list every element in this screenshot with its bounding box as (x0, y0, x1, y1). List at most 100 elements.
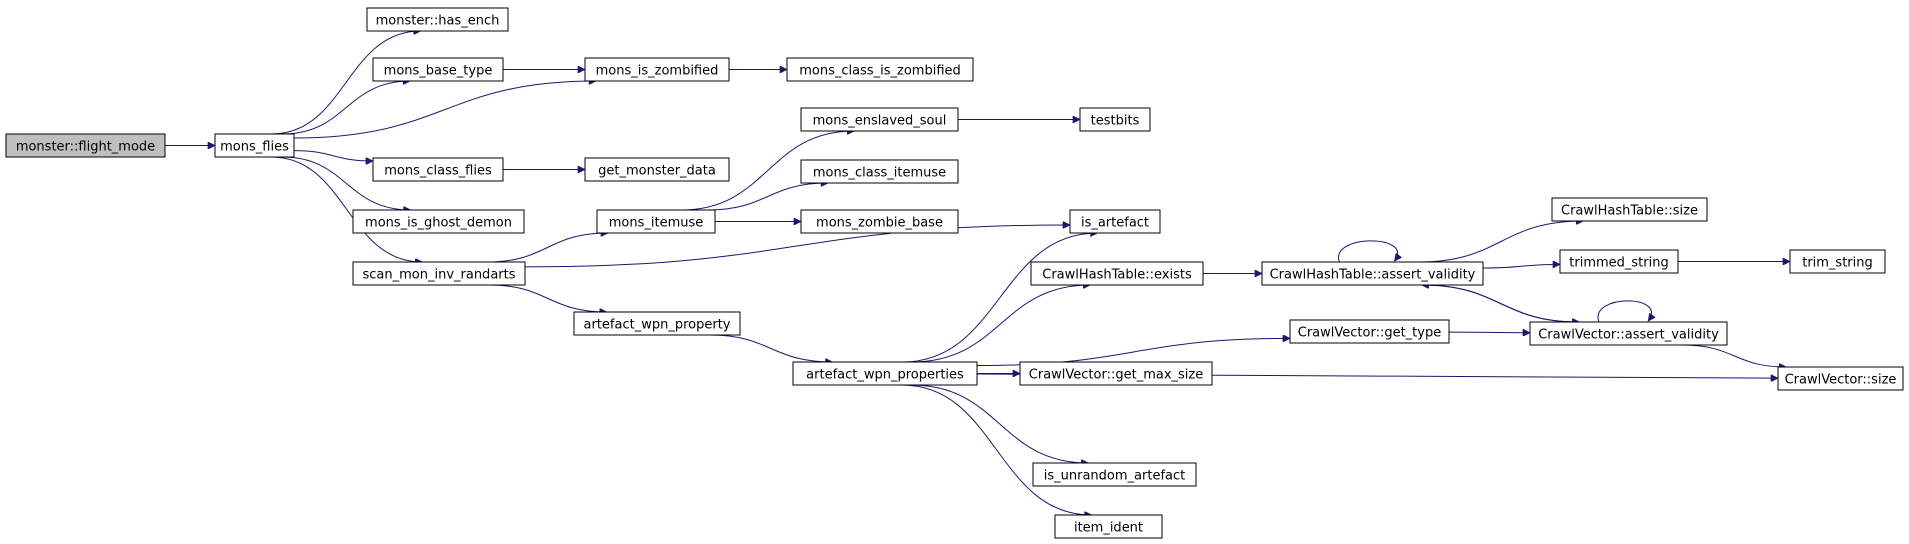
edge-mons_flies-to-mons_base_type (282, 81, 410, 135)
node-crawlhashtable-size[interactable]: CrawlHashTable::size (1551, 197, 1708, 222)
node-box[interactable] (1289, 319, 1450, 344)
node-box[interactable] (596, 209, 716, 234)
node-box[interactable] (584, 157, 730, 182)
node-box[interactable] (1069, 209, 1161, 234)
node-mons-enslaved-soul[interactable]: mons_enslaved_soul (800, 107, 959, 132)
node-crawlhashtable-assert-validity[interactable]: CrawlHashTable::assert_validity (1261, 261, 1484, 286)
node-label: mons_class_is_zombified (799, 64, 961, 79)
node-label: mons_zombie_base (816, 216, 943, 231)
node-crawlhashtable-exists[interactable]: CrawlHashTable::exists (1030, 261, 1204, 286)
node-label: CrawlHashTable::exists (1042, 268, 1192, 283)
node-scan-mon-inv-randarts[interactable]: scan_mon_inv_randarts (352, 261, 526, 286)
node-label: CrawlHashTable::assert_validity (1270, 268, 1476, 283)
node-label: trim_string (1802, 256, 1873, 271)
node-item-ident[interactable]: item_ident (1054, 514, 1163, 539)
node-box[interactable] (1079, 107, 1151, 132)
node-box[interactable] (1030, 261, 1204, 286)
edge-mons_itemuse-to-mons_enslaved_soul (681, 131, 854, 211)
node-box[interactable] (1777, 366, 1904, 391)
node-label: is_unrandom_artefact (1044, 469, 1185, 484)
node-label: mons_class_flies (384, 164, 492, 179)
node-box[interactable] (1529, 321, 1728, 346)
node-mons-zombie-base[interactable]: mons_zombie_base (800, 209, 959, 234)
node-mons-class-flies[interactable]: mons_class_flies (372, 157, 504, 182)
node-box[interactable] (5, 133, 166, 158)
node-trimmed-string[interactable]: trimmed_string (1559, 249, 1679, 274)
node-box[interactable] (1559, 249, 1679, 274)
edge-artefact_wpn_properties-to-crawlhashtable_exists (911, 285, 1091, 363)
edge-artefact_wpn_properties-to-is_unrandom_artefact (911, 384, 1088, 463)
node-label: CrawlVector::assert_validity (1538, 328, 1719, 343)
node-box[interactable] (372, 57, 504, 82)
edge-mons_itemuse-to-mons_class_itemuse (707, 183, 828, 211)
edge-crawlhashtable_assert_validity-to-crawlhashtable_size (1418, 221, 1584, 263)
node-box[interactable] (1019, 361, 1213, 386)
node-box[interactable] (800, 159, 959, 184)
node-box[interactable] (786, 57, 974, 82)
node-mons-class-is-zombified[interactable]: mons_class_is_zombified (786, 57, 974, 82)
node-label: monster::flight_mode (16, 140, 155, 155)
node-get-monster-data[interactable]: get_monster_data (584, 157, 730, 182)
node-crawlvector-get-max-size[interactable]: CrawlVector::get_max_size (1019, 361, 1213, 386)
edge-scan_mon_inv_randarts-to-is_artefact (524, 225, 1070, 268)
node-mons-class-itemuse[interactable]: mons_class_itemuse (800, 159, 959, 184)
node-mons-flies[interactable]: mons_flies (214, 133, 295, 158)
node-mons-is-zombified[interactable]: mons_is_zombified (584, 57, 730, 82)
edge-scan_mon_inv_randarts-to-mons_itemuse (486, 233, 608, 263)
node-box[interactable] (352, 209, 525, 234)
node-box[interactable] (214, 133, 295, 158)
node-is-artefact[interactable]: is_artefact (1069, 209, 1161, 234)
node-label: trimmed_string (1569, 256, 1668, 271)
edge-crawlvector_assert_validity-to-crawlvector_size (1682, 344, 1787, 367)
node-box[interactable] (800, 107, 959, 132)
nodes-layer: monster::flight_mode mons_flies monster::h… (5, 7, 1904, 539)
node-box[interactable] (352, 261, 526, 286)
edge-artefact_wpn_property-to-artefact_wpn_properties (709, 334, 832, 362)
node-box[interactable] (800, 209, 959, 234)
node-monster-has-ench[interactable]: monster::has_ench (366, 7, 509, 32)
node-box[interactable] (584, 57, 730, 82)
node-label: mons_flies (220, 140, 289, 155)
node-box[interactable] (1032, 462, 1197, 487)
node-label: mons_base_type (384, 64, 493, 79)
node-artefact-wpn-properties[interactable]: artefact_wpn_properties (792, 361, 978, 386)
node-crawlvector-assert-validity[interactable]: CrawlVector::assert_validity (1529, 321, 1728, 346)
edge-mons_flies-to-mons_is_ghost_demon (282, 156, 410, 210)
node-label: artefact_wpn_properties (806, 368, 964, 383)
node-testbits[interactable]: testbits (1079, 107, 1151, 132)
node-label: scan_mon_inv_randarts (362, 268, 515, 283)
node-mons-itemuse[interactable]: mons_itemuse (596, 209, 716, 234)
edge-crawlhashtable_assert_validity-to-crawlhashtable_assert_validity (1338, 240, 1398, 263)
node-label: item_ident (1074, 521, 1143, 536)
node-mons-base-type[interactable]: mons_base_type (372, 57, 504, 82)
edge-crawlvector_get_type-to-crawlvector_assert_validity (1448, 332, 1530, 333)
node-box[interactable] (372, 157, 504, 182)
node-label: is_artefact (1081, 216, 1149, 231)
edge-crawlvector_assert_validity-to-crawlvector_assert_validity (1597, 300, 1651, 323)
node-box[interactable] (792, 361, 978, 386)
node-label: CrawlHashTable::size (1561, 204, 1698, 219)
node-box[interactable] (1054, 514, 1163, 539)
edge-artefact_wpn_properties-to-is_artefact (902, 233, 1097, 363)
edge-crawlhashtable_assert_validity-to-trimmed_string (1482, 264, 1560, 269)
node-crawlvector-get-type[interactable]: CrawlVector::get_type (1289, 319, 1450, 344)
node-label: mons_enslaved_soul (813, 114, 947, 129)
node-trim-string[interactable]: trim_string (1789, 249, 1886, 274)
node-label: CrawlVector::size (1785, 373, 1897, 388)
node-box[interactable] (366, 7, 509, 32)
node-mons-is-ghost-demon[interactable]: mons_is_ghost_demon (352, 209, 525, 234)
node-box[interactable] (1789, 249, 1886, 274)
node-crawlvector-size[interactable]: CrawlVector::size (1777, 366, 1904, 391)
node-label: get_monster_data (598, 164, 716, 179)
node-monster-flight-mode[interactable]: monster::flight_mode (5, 133, 166, 158)
node-label: testbits (1091, 114, 1140, 129)
node-label: artefact_wpn_property (584, 318, 731, 333)
node-artefact-wpn-property[interactable]: artefact_wpn_property (573, 311, 741, 336)
node-box[interactable] (573, 311, 741, 336)
node-box[interactable] (1261, 261, 1484, 286)
edge-mons_flies-to-mons_is_zombified (293, 81, 596, 139)
edge-crawlvector_assert_validity-to-crawlhashtable_assert_validity (1422, 285, 1580, 323)
node-box[interactable] (1551, 197, 1708, 222)
node-is-unrandom-artefact[interactable]: is_unrandom_artefact (1032, 462, 1197, 487)
